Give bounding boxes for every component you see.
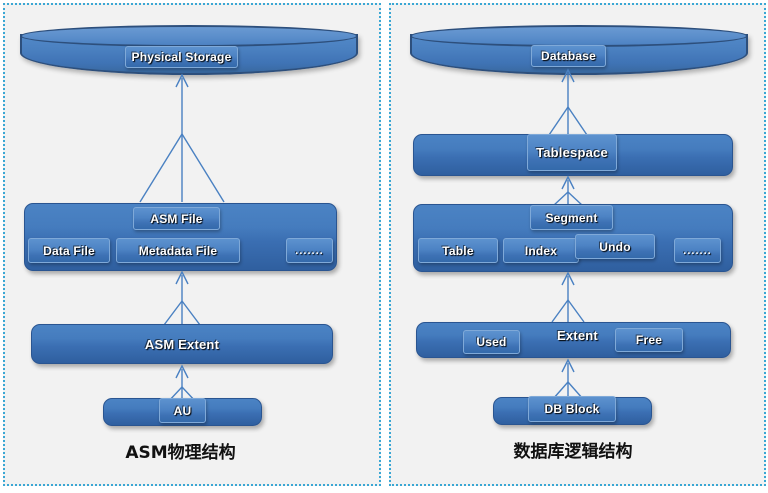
label-physical-storage: Physical Storage — [125, 46, 238, 68]
cylinder-top-ellipse — [20, 25, 358, 47]
node-table: Table — [418, 238, 498, 263]
node-free: Free — [615, 328, 683, 352]
node-more-files: ....... — [286, 238, 333, 263]
node-used: Used — [463, 330, 520, 354]
label-asm-file: ASM File — [133, 207, 220, 230]
node-index: Index — [503, 238, 579, 263]
cylinder-top-ellipse — [410, 25, 748, 47]
node-db-block: DB Block — [528, 396, 616, 422]
node-tablespace: Tablespace — [527, 134, 617, 171]
node-asm-extent: ASM Extent — [31, 324, 333, 364]
node-undo: Undo — [575, 234, 655, 259]
node-metadata-file: Metadata File — [116, 238, 240, 263]
caption-left: ASM物理结构 — [125, 443, 236, 463]
cylinder-physical-storage — [20, 25, 358, 75]
label-segment: Segment — [530, 205, 613, 230]
caption-right: 数据库逻辑结构 — [513, 442, 633, 462]
node-data-file: Data File — [28, 238, 110, 263]
node-more-segments: ....... — [674, 238, 721, 263]
label-database: Database — [531, 45, 606, 67]
node-au: AU — [159, 398, 206, 423]
